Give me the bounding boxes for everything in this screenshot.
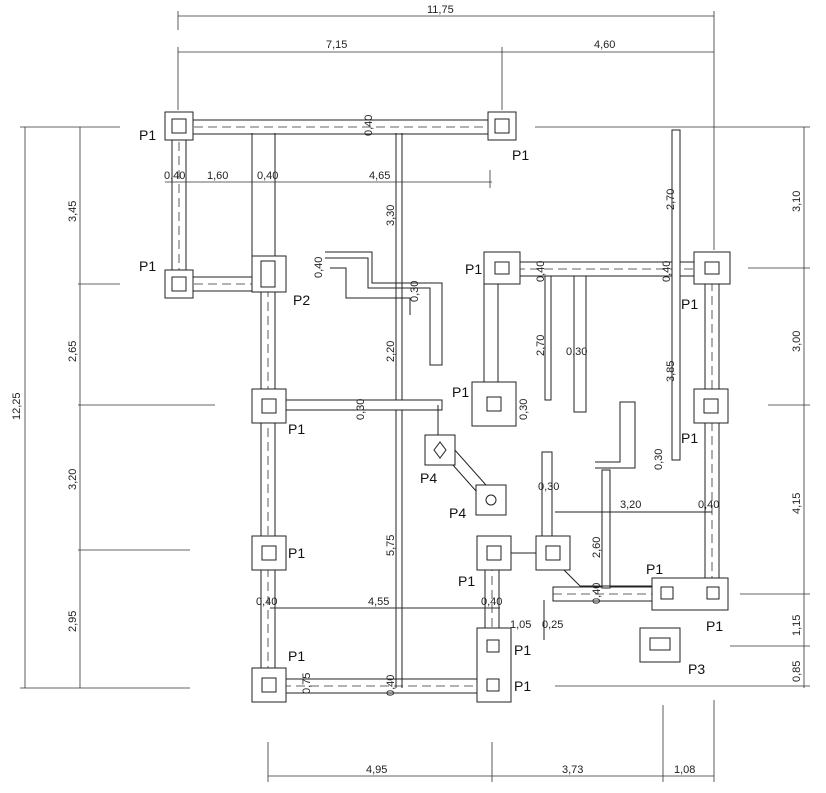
dim-160: 1,60: [207, 170, 228, 182]
dim-040-v2: 0,40: [313, 257, 325, 278]
dim-455: 4,55: [368, 596, 389, 608]
dim-left-3: 3,20: [67, 469, 79, 490]
dim-025: 0,25: [542, 619, 563, 631]
pillar-p4-b: [475, 484, 507, 516]
label-p1-9: P1: [288, 545, 305, 561]
dimension-lines: [20, 11, 810, 782]
pillar-p1-top-left: [164, 111, 194, 141]
label-p1-4: P1: [465, 261, 482, 277]
label-p1-5: P1: [681, 296, 698, 312]
dim-040-d: 0,40: [481, 596, 502, 608]
pillar-p4-a: [424, 434, 456, 466]
dim-040-a: 0,40: [164, 170, 185, 182]
dim-top-right: 4,60: [594, 39, 615, 51]
dim-030-v2: 0,30: [355, 399, 367, 420]
dim-220: 2,20: [385, 341, 397, 362]
dim-right-1: 3,10: [791, 191, 803, 212]
dim-040-v1: 0,40: [363, 115, 375, 136]
pillars: [164, 111, 731, 703]
dim-030-h: 0,30: [538, 481, 559, 493]
label-p1-13: P1: [288, 648, 305, 664]
pillar-p1-bottom-mid: [476, 627, 512, 703]
dim-030-h2: 0,30: [566, 346, 587, 358]
label-p3: P3: [688, 661, 705, 677]
label-p1-6: P1: [452, 384, 469, 400]
label-p4-b: P4: [449, 505, 466, 521]
pillar-p3: [639, 627, 681, 663]
dim-bottom-2: 3,73: [562, 764, 583, 776]
dim-right-2: 3,00: [791, 331, 803, 352]
dim-330: 3,30: [385, 205, 397, 226]
dim-bottom-1: 4,95: [366, 764, 387, 776]
pillar-p1-right-2: [693, 388, 729, 424]
dim-top-total: 11,75: [427, 4, 454, 16]
pillar-p1-top-right: [693, 251, 731, 285]
dim-left-2: 2,65: [67, 341, 79, 362]
dim-465: 4,65: [369, 170, 390, 182]
pillar-p1-left-3: [251, 388, 287, 424]
dim-top-left: 7,15: [326, 39, 347, 51]
pillar-p1-mid-a: [476, 535, 512, 571]
dim-040-v4: 0,40: [661, 261, 673, 282]
label-p1-14: P1: [514, 642, 531, 658]
dim-385: 3,85: [665, 361, 677, 382]
dim-075: 0,75: [301, 673, 313, 694]
label-p1-3: P1: [139, 258, 156, 274]
pillar-p1-bottom-right: [651, 577, 729, 611]
dim-040-e: 0,40: [698, 499, 719, 511]
pillar-p2: [251, 255, 287, 293]
dim-105: 1,05: [510, 619, 531, 631]
dim-320: 3,20: [620, 499, 641, 511]
dim-575: 5,75: [385, 535, 397, 556]
pillar-p1-mid-b: [535, 535, 571, 571]
pillar-p1-right-room: [483, 251, 521, 285]
dim-270-a: 2,70: [665, 189, 677, 210]
dim-040-v5: 0,40: [591, 583, 603, 604]
dim-030-v1: 0,30: [409, 281, 421, 302]
pillar-p1-left-5: [251, 667, 287, 703]
dim-right-4: 1,15: [791, 615, 803, 636]
dim-270-b: 2,70: [535, 335, 547, 356]
pillar-labels: P1 P1 P1 P2 P1 P1 P1 P1 P1 P4 P4 P1 P1 P…: [139, 127, 723, 694]
dim-030-v3: 0,30: [518, 399, 530, 420]
dim-right-5: 0,85: [791, 661, 803, 682]
label-p1-15: P1: [514, 678, 531, 694]
label-p1-11: P1: [646, 561, 663, 577]
dim-right-3: 4,15: [791, 493, 803, 514]
label-p4-a: P4: [420, 470, 437, 486]
dim-bottom-3: 1,08: [674, 764, 695, 776]
dim-040-v6: 0,40: [385, 675, 397, 696]
pillar-p1-left-4: [251, 535, 287, 571]
dim-left-4: 2,95: [67, 611, 79, 632]
dim-left-total: 12,25: [11, 392, 23, 420]
pillar-p1-big: [471, 381, 517, 427]
label-p1-1: P1: [139, 127, 156, 143]
label-p1-8: P1: [681, 430, 698, 446]
label-p1-7: P1: [288, 421, 305, 437]
pillar-p1-left-2: [164, 269, 194, 299]
dim-040-c: 0,40: [256, 596, 277, 608]
dimension-labels: 11,75 7,15 4,60 12,25 3,45 2,65 3,20 2,9…: [11, 4, 803, 776]
label-p2: P2: [293, 292, 310, 308]
dim-040-v3: 0,40: [535, 261, 547, 282]
label-p1-2: P1: [512, 147, 529, 163]
dim-left-1: 3,45: [67, 201, 79, 222]
dim-030-v4: 0,30: [653, 449, 665, 470]
dim-260: 2,60: [591, 537, 603, 558]
label-p1-12: P1: [706, 618, 723, 634]
dim-040-b: 0,40: [257, 170, 278, 182]
pillar-p1-top-mid: [487, 111, 517, 141]
label-p1-10: P1: [458, 573, 475, 589]
